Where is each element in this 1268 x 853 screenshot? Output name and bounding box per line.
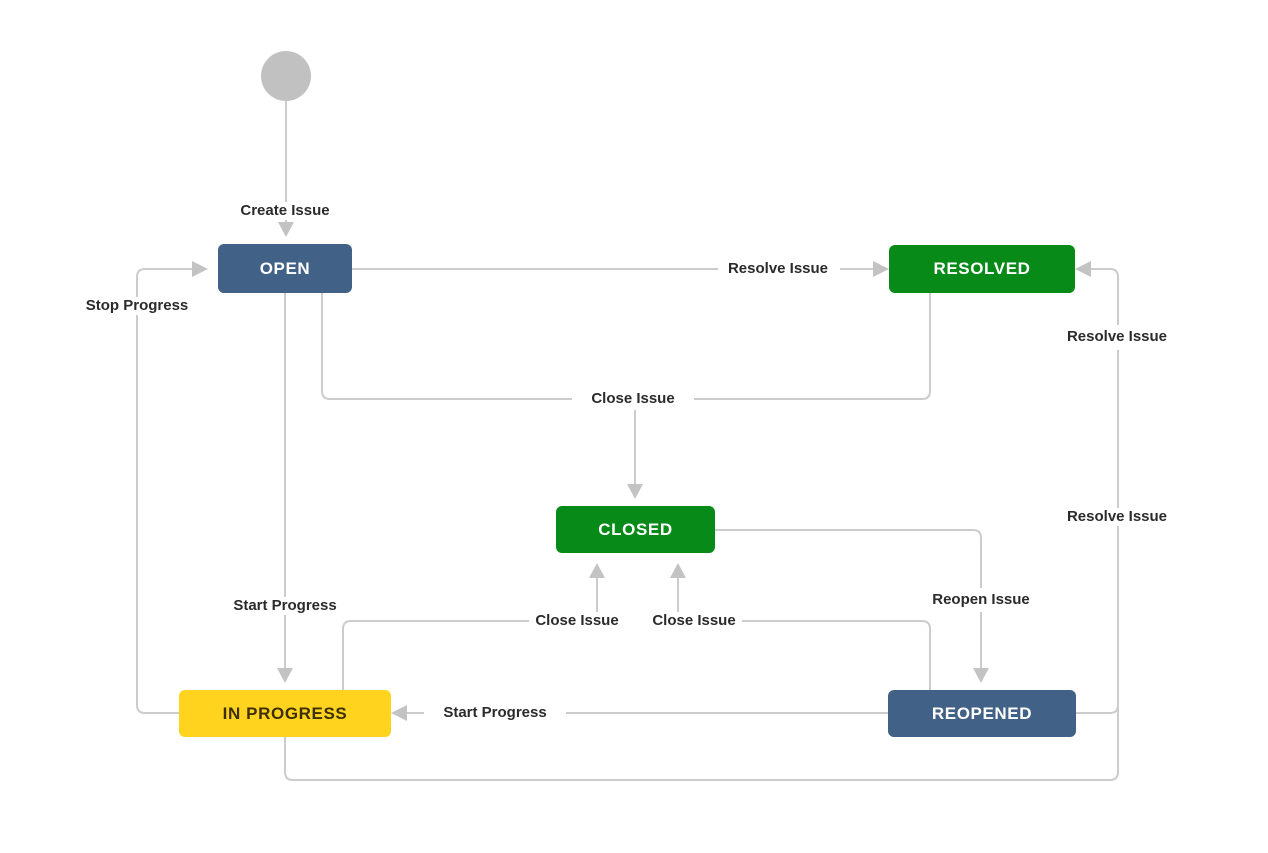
edge-resolve-issue-inprogress-lower	[284, 530, 1119, 781]
state-node-open[interactable]: OPEN	[218, 244, 352, 293]
edge-stop-progress	[136, 268, 192, 714]
edge-resolve-issue-reopened-lower	[1076, 350, 1119, 714]
start-node-circle	[261, 51, 311, 101]
edge-label-resolve-issue-in-progress: Resolve Issue	[1060, 508, 1174, 526]
edge-resolve-issue-reopened-upper	[1091, 268, 1119, 325]
arrowhead-close-issue-inprogress-to-closed	[589, 563, 605, 578]
state-node-resolved[interactable]: RESOLVED	[889, 245, 1075, 293]
state-node-reopened[interactable]: REOPENED	[888, 690, 1076, 737]
edge-label-reopen-issue: Reopen Issue	[926, 591, 1036, 609]
state-node-in-progress[interactable]: IN PROGRESS	[179, 690, 391, 737]
edge-label-close-issue-in-progress: Close Issue	[529, 612, 625, 630]
arrowhead-resolve-issue-to-resolved	[873, 261, 889, 277]
arrowhead-create-issue-to-open	[278, 222, 294, 237]
edge-label-close-issue-open: Close Issue	[585, 390, 681, 408]
edge-label-start-progress-reopened: Start Progress	[437, 704, 553, 722]
edge-label-create-issue: Create Issue	[234, 202, 336, 220]
arrowhead-reopen-issue-to-reopened	[973, 668, 989, 683]
arrowhead-close-issue-to-closed	[627, 484, 643, 499]
edge-label-resolve-issue-open: Resolve Issue	[721, 260, 835, 278]
arrowhead-start-progress-to-inprogress-2	[391, 705, 407, 721]
edge-close-issue-from-reopened	[742, 620, 931, 690]
arrowhead-stop-progress-to-open	[192, 261, 208, 277]
edge-label-resolve-issue-reopened: Resolve Issue	[1060, 328, 1174, 346]
edge-close-issue-from-open	[321, 293, 572, 400]
state-node-closed[interactable]: CLOSED	[556, 506, 715, 553]
arrowhead-close-issue-reopened-to-closed	[670, 563, 686, 578]
edge-label-start-progress-open: Start Progress	[227, 597, 343, 615]
arrowhead-start-progress-to-inprogress	[277, 668, 293, 683]
edge-reopen-issue-upper	[715, 529, 982, 588]
edge-label-stop-progress: Stop Progress	[79, 297, 195, 315]
edge-label-close-issue-reopened: Close Issue	[646, 612, 742, 630]
arrowhead-resolve-issue-reopened-to-resolved	[1075, 261, 1091, 277]
edge-close-issue-from-resolved	[694, 293, 931, 400]
edge-close-issue-from-inprogress	[342, 620, 529, 690]
